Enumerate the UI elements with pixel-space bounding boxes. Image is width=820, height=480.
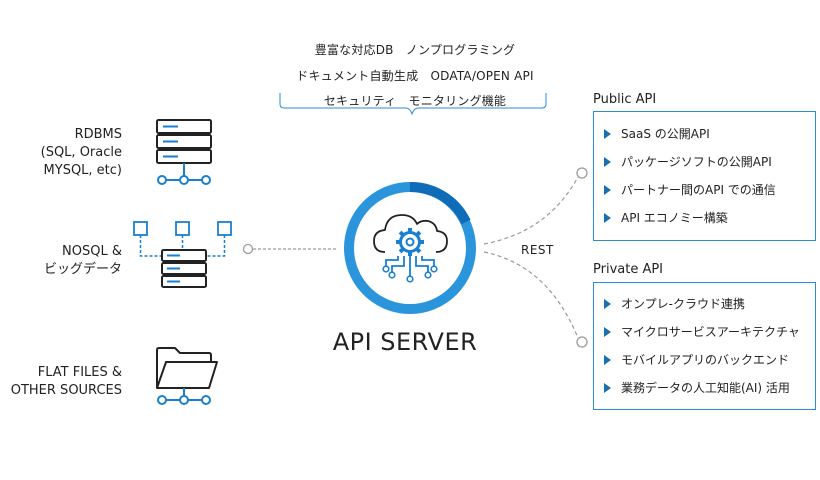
bullet-triangle-icon — [604, 383, 611, 393]
server-rack-icon — [156, 119, 212, 185]
public-api-item: API エコノミー構築 — [604, 209, 728, 226]
bullet-triangle-icon — [604, 355, 611, 365]
private-api-node — [576, 336, 588, 348]
private-api-title: Private API — [593, 262, 664, 277]
public-api-item: パートナー間のAPI での通信 — [604, 181, 776, 198]
feature-line-3: セキュリティ モニタリング機能 — [323, 94, 507, 108]
feature-line-1: 豊富な対応DB ノンプログラミング — [314, 43, 516, 57]
source-label-flat-files: FLAT FILES & OTHER SOURCES — [10, 365, 122, 398]
distributed-server-icon — [133, 221, 232, 288]
public-api-title: Public API — [593, 92, 657, 107]
api-server-label: API SERVER — [332, 328, 478, 356]
feature-bracket — [279, 93, 547, 116]
private-api-item: オンプレ-クラウド連携 — [604, 295, 745, 312]
private-api-item: 業務データの人工知能(AI) 活用 — [604, 379, 790, 396]
bullet-triangle-icon — [604, 327, 611, 337]
private-api-item: マイクロサービスアーキテクチャ — [604, 323, 800, 340]
public-api-box: SaaS の公開API パッケージソフトの公開API パートナー間のAPI での… — [593, 111, 816, 241]
feature-line-2: ドキュメント自動生成 ODATA/OPEN API — [296, 69, 534, 83]
folder-icon — [156, 347, 218, 405]
private-api-box: オンプレ-クラウド連携 マイクロサービスアーキテクチャ モバイルアプリのバックエ… — [593, 282, 816, 410]
rest-label: REST — [521, 243, 554, 257]
private-api-item: モバイルアプリのバックエンド — [604, 351, 789, 368]
bullet-triangle-icon — [604, 157, 611, 167]
bullet-triangle-icon — [604, 299, 611, 309]
bullet-triangle-icon — [604, 185, 611, 195]
source-connector — [242, 243, 338, 255]
bullet-triangle-icon — [604, 129, 611, 139]
source-label-nosql: NOSQL & ビッグデータ — [43, 244, 122, 277]
rest-connector — [483, 176, 579, 339]
public-api-item: パッケージソフトの公開API — [604, 153, 772, 170]
bullet-triangle-icon — [604, 213, 611, 223]
cloud-gear-icon — [373, 214, 448, 283]
source-label-rdbms: RDBMS (SQL, Oracle MYSQL, etc) — [40, 127, 122, 178]
public-api-item: SaaS の公開API — [604, 125, 710, 142]
public-api-node — [576, 167, 588, 179]
